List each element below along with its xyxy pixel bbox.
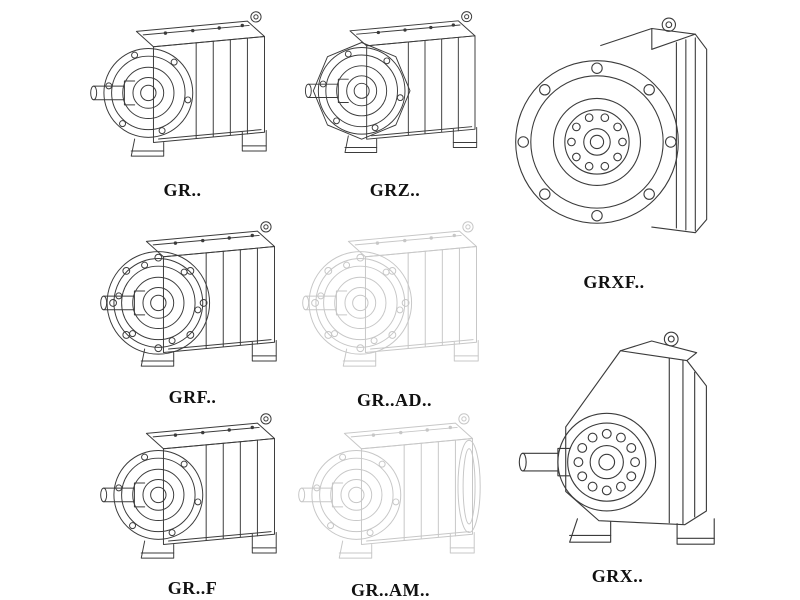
gear-unit-line-art — [101, 222, 277, 366]
label-grx: GRX.. — [591, 566, 644, 586]
figure-gr-f — [90, 406, 295, 577]
figure-grx — [505, 298, 730, 552]
gear-unit-line-art — [303, 222, 479, 366]
gear-unit-line-art — [100, 413, 277, 559]
figure-grz — [295, 4, 495, 171]
grx-drawing — [518, 331, 715, 545]
grf-drawing — [90, 214, 295, 385]
label-grxf: GRXF.. — [583, 272, 645, 292]
grxf-drawing — [515, 17, 708, 234]
gr-ad-drawing — [292, 214, 497, 385]
gear-unit-line-art — [299, 414, 481, 558]
label-gr: GR.. — [163, 180, 202, 200]
figure-grxf — [510, 0, 718, 265]
label-gr-ad: GR..AD.. — [357, 390, 432, 410]
figure-gr-am — [288, 406, 493, 577]
label-grf: GRF.. — [168, 387, 217, 407]
label-gr-f: GR..F — [167, 578, 218, 598]
figure-gr-ad — [292, 214, 497, 385]
gear-unit-line-art — [305, 12, 476, 153]
gear-unit-line-art — [515, 17, 708, 234]
label-grz: GRZ.. — [369, 180, 421, 200]
label-gr-am: GR..AM.. — [351, 580, 430, 600]
gr-f-drawing — [100, 413, 277, 559]
gear-unit-line-art — [518, 331, 715, 545]
figure-grf — [90, 214, 295, 385]
grz-drawing — [295, 4, 495, 171]
gr-am-drawing — [288, 406, 493, 577]
figure-gr — [80, 4, 285, 175]
gr-drawing — [90, 11, 267, 157]
gear-unit-line-art — [90, 11, 267, 157]
